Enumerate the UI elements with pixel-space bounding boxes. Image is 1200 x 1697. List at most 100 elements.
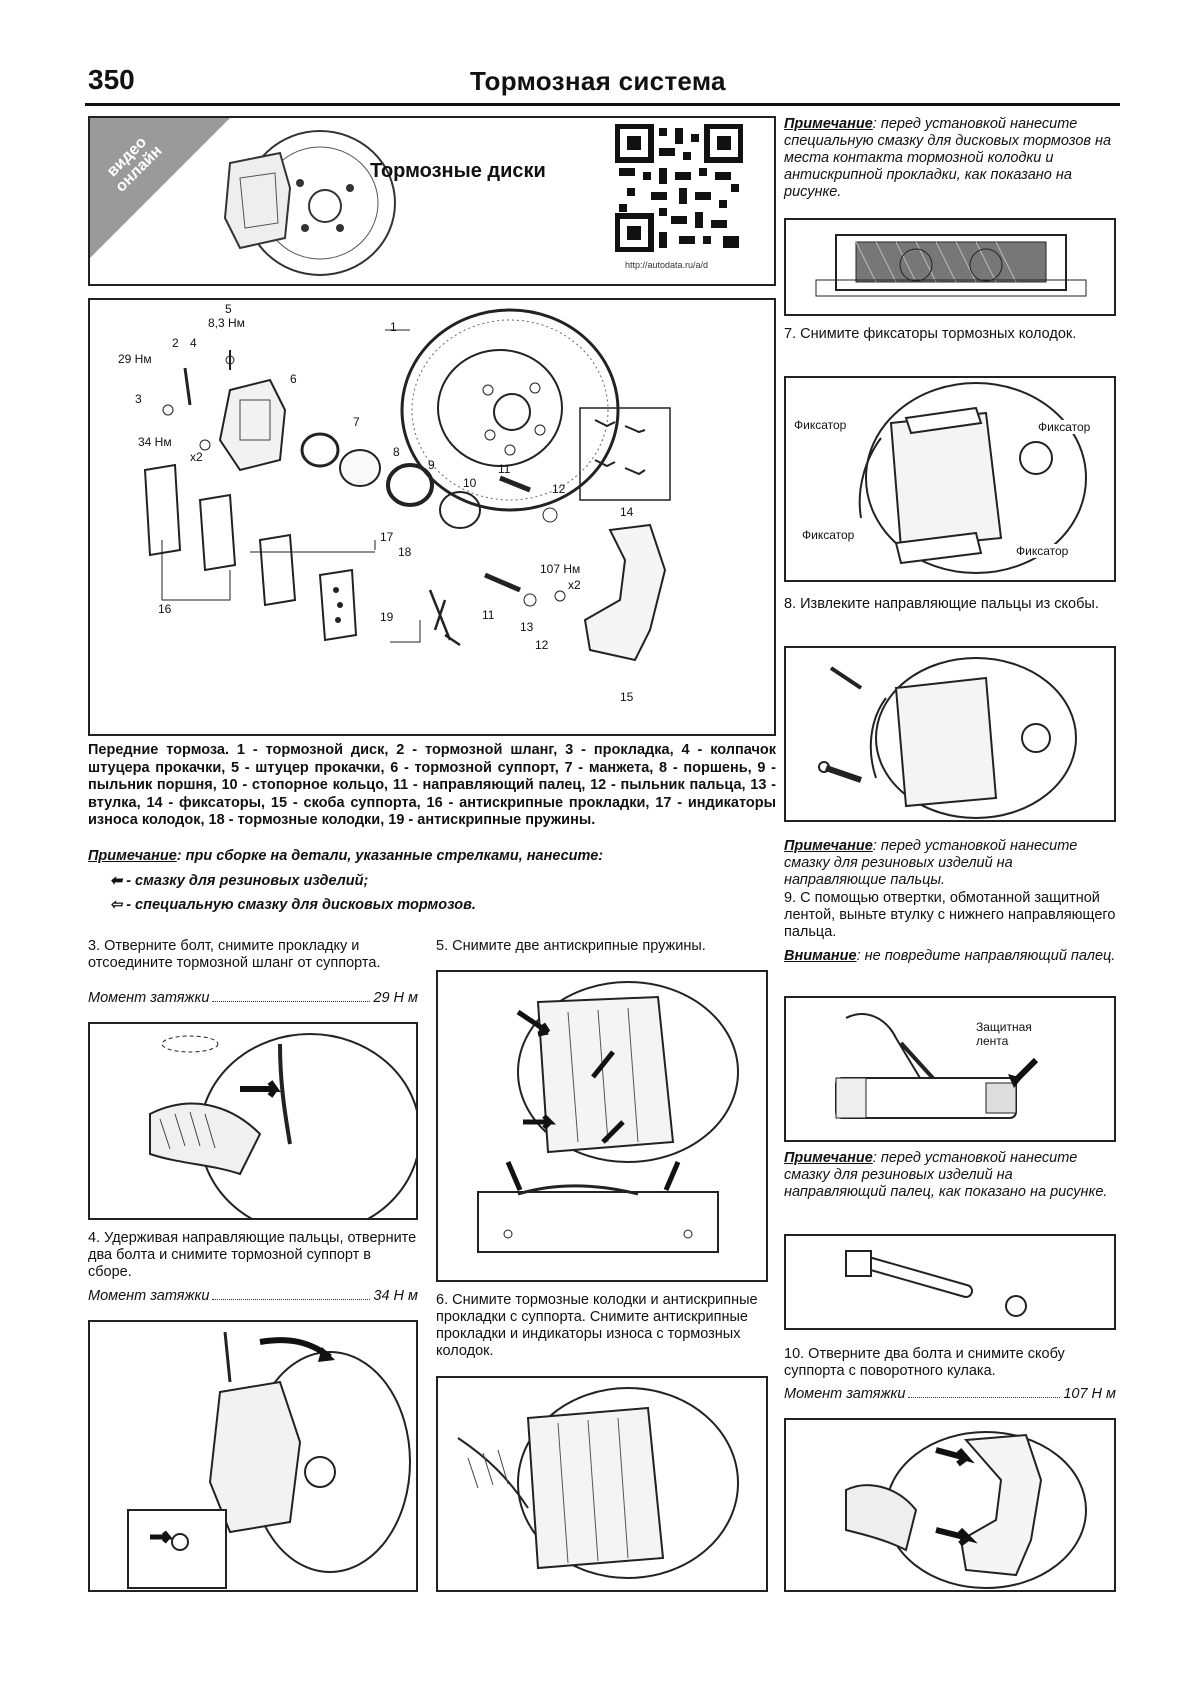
right-note-3: Примечание: перед установкой нанесите см… (784, 1150, 1116, 1201)
right-note-3-label: Примечание (784, 1150, 873, 1166)
brake-exploded-view (143, 308, 671, 662)
label-1: 1 (390, 320, 397, 334)
tape-label: Защитная лента (976, 1020, 1032, 1048)
guide-pin-drawing (845, 1250, 1027, 1317)
label-6: 6 (290, 372, 297, 386)
caption-note: Примечание: при сборке на детали, указан… (88, 848, 776, 865)
label-17: 17 (380, 530, 394, 544)
pad-grease-drawing (815, 234, 1087, 297)
step-4-torque: Момент затяжки 34 Н м (88, 1288, 418, 1304)
fix-label-1: Фиксатор (794, 418, 847, 432)
right-note-2-label: Примечание (784, 838, 873, 854)
bushing-removal-drawing (835, 1013, 1039, 1119)
right-note-1: Примечание: перед установкой нанесите сп… (784, 116, 1116, 201)
legend-rubber: ⬅ - смазку для резиновых изделий; (110, 873, 368, 890)
step-10-torque-label: Момент затяжки (784, 1386, 906, 1402)
step-5: 5. Снимите две антискрипные пружины. (436, 938, 706, 954)
caption-note-text: : при сборке на детали, указанные стрелк… (176, 848, 604, 864)
video-box[interactable]: видео онлайн Тормозные диски http://auto… (88, 116, 776, 286)
step-4-torque-value: 34 Н м (373, 1288, 418, 1304)
step-10: 10. Отверните два болта и снимите скобу … (784, 1346, 1065, 1379)
label-9: 9 (428, 458, 435, 472)
step-7: 7. Снимите фиксаторы тормозных колодок. (784, 326, 1077, 342)
torque-29: 29 Нм (118, 352, 152, 366)
label-18: 18 (398, 545, 412, 559)
caption-note-label: Примечание (88, 848, 177, 864)
header-rule (85, 103, 1120, 106)
bracket-removal-drawing (845, 1431, 1087, 1589)
label-11b: 11 (482, 608, 495, 622)
guide-pin-illustration (784, 1234, 1116, 1330)
caliper-removal-drawing (127, 1331, 411, 1589)
label-3: 3 (135, 392, 142, 406)
step-8-illustration (784, 646, 1116, 822)
arrow-outline-icon: ⇦ (110, 897, 127, 913)
caliper-thumbnail (223, 130, 396, 276)
torque-107-x2: x2 (568, 578, 581, 592)
legend-disc: ⇦ - специальную смазку для дисковых торм… (110, 897, 476, 914)
legend-rubber-text: - смазку для резиновых изделий; (126, 873, 369, 889)
clips-drawing (858, 382, 1087, 574)
legend-disc-text: - специальную смазку для дисковых тормоз… (126, 897, 476, 913)
label-7: 7 (353, 415, 360, 429)
qr-code[interactable] (615, 124, 743, 252)
warning: Внимание: не повредите направляющий пале… (784, 948, 1116, 965)
warning-text: : не повредите направляющий палец. (856, 948, 1116, 964)
step-8: 8. Извлеките направляющие пальцы из скоб… (784, 596, 1099, 612)
step-3-torque-label: Момент затяжки (88, 990, 210, 1006)
warning-label: Внимание (784, 948, 857, 964)
label-12: 12 (552, 482, 566, 496)
hose-bolt-drawing (149, 1033, 416, 1218)
page-number: 350 (88, 64, 135, 95)
label-16: 16 (158, 602, 172, 616)
fix-label-2: Фиксатор (1038, 420, 1091, 434)
torque-34-x2: x2 (190, 450, 203, 464)
right-note-2: Примечание: перед установкой нанесите см… (784, 838, 1116, 889)
step-3-illustration (88, 1022, 418, 1220)
springs-drawing (477, 981, 739, 1253)
torque-8-3: 8,3 Нм (208, 316, 245, 330)
right-note-3-text: : перед установкой нанесите смазку для р… (784, 1150, 1108, 1200)
step-9-illustration: Защитная лента (784, 996, 1116, 1142)
step-3: 3. Отверните болт, снимите прокладку и о… (88, 938, 381, 971)
step-10-illustration (784, 1418, 1116, 1592)
pad-grease-illustration (784, 218, 1116, 316)
step-3-torque: Момент затяжки 29 Н м (88, 990, 418, 1006)
right-note-1-text: : перед установкой нанесите специальную … (784, 116, 1112, 200)
step-9: 9. С помощью отвертки, обмотанной защитн… (784, 890, 1116, 940)
label-8: 8 (393, 445, 400, 459)
label-10: 10 (463, 476, 477, 490)
label-15: 15 (620, 690, 634, 704)
fix-label-4: Фиксатор (1016, 544, 1069, 558)
step-4: 4. Удерживая направляющие пальцы, отверн… (88, 1230, 417, 1280)
torque-34: 34 Нм (138, 435, 172, 449)
label-19: 19 (380, 610, 394, 624)
guide-pins-drawing (818, 657, 1077, 819)
video-badge-triangle (90, 118, 230, 258)
page-title: Тормозная система (470, 66, 726, 96)
exploded-diagram: 1 5 8,3 Нм 2 4 29 Нм 3 6 34 Нм x2 7 8 9 … (88, 298, 776, 736)
right-note-2-text: : перед установкой нанесите смазку для р… (784, 838, 1078, 888)
torque-107: 107 Нм (540, 562, 581, 576)
label-2: 2 (172, 336, 179, 350)
label-14: 14 (620, 505, 634, 519)
pads-removal-drawing (457, 1387, 739, 1579)
step-4-torque-label: Момент затяжки (88, 1288, 210, 1304)
diagram-caption: Передние тормоза. 1 - тормозной диск, 2 … (88, 742, 776, 828)
label-12b: 12 (535, 638, 549, 652)
step-7-illustration: Фиксатор Фиксатор Фиксатор Фиксатор (784, 376, 1116, 582)
step-5-illustration (436, 970, 768, 1282)
step-6: 6. Снимите тормозные колодки и антискрип… (436, 1292, 758, 1359)
qr-url[interactable]: http://autodata.ru/a/d (625, 260, 709, 270)
step-6-illustration (436, 1376, 768, 1592)
step-3-torque-value: 29 Н м (373, 990, 418, 1006)
label-11: 11 (498, 462, 511, 476)
right-note-1-label: Примечание (784, 116, 873, 132)
label-4: 4 (190, 336, 197, 350)
label-13: 13 (520, 620, 534, 634)
video-title: Тормозные диски (370, 160, 546, 182)
arrow-filled-icon: ⬅ (110, 873, 127, 889)
step-4-illustration (88, 1320, 418, 1592)
label-5: 5 (225, 302, 232, 316)
